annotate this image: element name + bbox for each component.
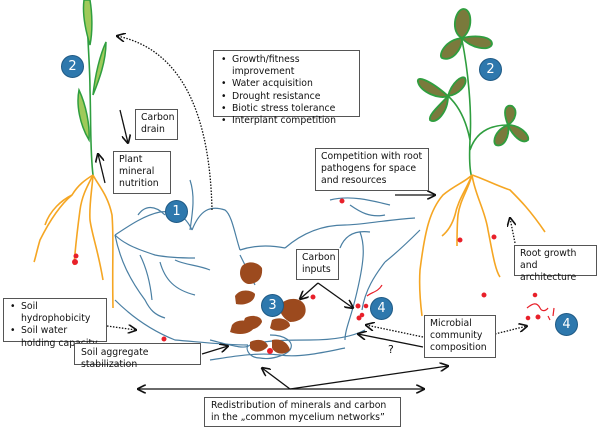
carbon-inputs-box: Carbon inputs bbox=[296, 249, 339, 280]
grass-leaf bbox=[82, 0, 93, 46]
microbial-community-label: Microbial community composition bbox=[430, 318, 487, 354]
clover-leaf-cluster bbox=[417, 8, 530, 147]
soil-water-item: Soil water holding capacity bbox=[10, 325, 101, 349]
arrow-carbon-inputs-right bbox=[317, 282, 353, 308]
clover-stem bbox=[469, 124, 509, 151]
competition-pathogens-label: Competition with root pathogens for spac… bbox=[321, 151, 423, 187]
benefit-item: Interplant competition bbox=[221, 115, 353, 127]
benefit-item: Drought resistance bbox=[221, 91, 353, 103]
microbial-community-box: Microbial community composition bbox=[424, 315, 496, 358]
arrow-carbon-drain bbox=[119, 109, 128, 143]
benefit-item: Growth/fitness improvement bbox=[221, 54, 353, 78]
arrow-root-growth bbox=[510, 218, 515, 244]
grass-plant bbox=[77, 0, 107, 176]
arrow-microbial-dotted-left bbox=[366, 325, 424, 338]
arrow-microbial-solid-left bbox=[358, 334, 424, 348]
clover-roots bbox=[418, 174, 546, 317]
carbon-drain-box: Carbon drain bbox=[135, 109, 178, 140]
redistribution-label: Redistribution of minerals and carbon in… bbox=[211, 400, 387, 424]
arrow-soil-water bbox=[106, 326, 136, 330]
root-growth-label: Root growth and architecture bbox=[520, 248, 577, 284]
arrow-redistribution-up bbox=[262, 368, 291, 390]
soil-aggregates bbox=[230, 262, 306, 354]
grass-leaf bbox=[77, 87, 90, 143]
arrow-mineral-nutrition bbox=[98, 154, 106, 184]
badge-3: 3 bbox=[261, 294, 284, 317]
arrow-carbon-inputs-left bbox=[300, 282, 319, 299]
root-growth-box: Root growth and architecture bbox=[514, 245, 597, 283]
arrow-benefits-to-plant bbox=[117, 36, 213, 211]
question-mark: ? bbox=[388, 343, 394, 356]
plant-mineral-nutrition-box: Plant mineral nutrition bbox=[113, 151, 171, 194]
clover-stem bbox=[447, 95, 471, 141]
arrow-microbial-dotted-right bbox=[494, 326, 527, 335]
mycelium-network bbox=[114, 179, 421, 361]
competition-pathogens-box: Competition with root pathogens for spac… bbox=[315, 148, 429, 191]
soil-aggregate-box: Soil aggregate stabilization bbox=[74, 343, 201, 370]
carbon-inputs-label: Carbon inputs bbox=[302, 252, 336, 276]
badge-4-right: 4 bbox=[555, 313, 578, 336]
badge-4-center: 4 bbox=[370, 297, 393, 320]
soil-water-item: Soil hydrophobicity bbox=[10, 301, 101, 325]
badge-2-left: 2 bbox=[61, 55, 84, 78]
carbon-drain-label: Carbon drain bbox=[141, 112, 175, 136]
clover-plant bbox=[417, 8, 530, 179]
benefit-item: Biotic stress tolerance bbox=[221, 103, 353, 115]
plant-mineral-nutrition-label: Plant mineral nutrition bbox=[119, 154, 159, 190]
grass-roots bbox=[33, 174, 114, 309]
badge-2-right: 2 bbox=[479, 58, 502, 81]
clover-stem bbox=[461, 39, 473, 179]
soil-aggregate-label: Soil aggregate stabilization bbox=[81, 347, 149, 371]
arrows bbox=[98, 36, 527, 389]
badge-1: 1 bbox=[165, 200, 188, 223]
arrow-redistribution-upright bbox=[289, 366, 448, 390]
arrow-soil-aggregate bbox=[201, 346, 228, 355]
microbes bbox=[72, 198, 555, 354]
soil-water-box: Soil hydrophobicity Soil water holding c… bbox=[3, 298, 107, 349]
benefit-item: Water acquisition bbox=[221, 78, 353, 90]
grass-leaf bbox=[92, 41, 107, 96]
benefits-box: Growth/fitness improvement Water acquisi… bbox=[213, 50, 360, 127]
